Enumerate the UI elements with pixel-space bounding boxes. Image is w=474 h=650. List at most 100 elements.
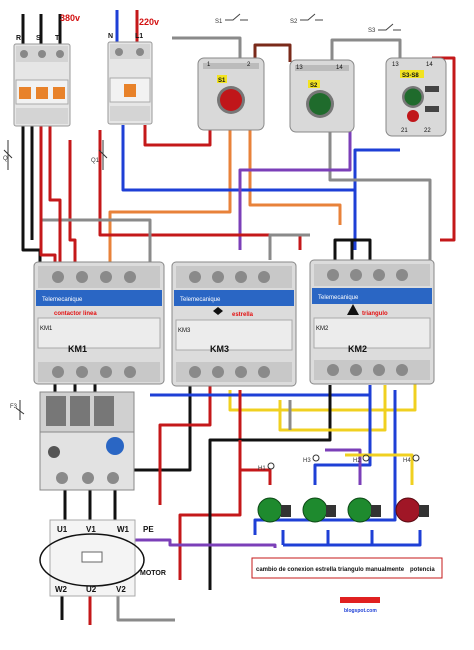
contactor-faceplate (175, 319, 293, 351)
contactor-screw (189, 271, 201, 283)
pilot-lamp-h1-tag: H1 (258, 466, 266, 472)
supply-380v-label: 380v (60, 13, 80, 23)
s2-symbol (300, 13, 323, 21)
contactor-brand-band (174, 290, 294, 306)
supply-220v-label: 220v (139, 17, 159, 27)
breaker-symbol (98, 140, 108, 170)
contactor-km1-brand: Telemecanique (42, 297, 83, 303)
breaker-bottom-terminals (16, 108, 68, 124)
contactor-km3-caption: estrella (232, 312, 254, 318)
overload-screw (56, 472, 68, 484)
motor-terminal-w2: W2 (55, 585, 68, 594)
wire-grey-km3 (268, 233, 310, 260)
l1-label: L1 (135, 33, 143, 40)
phase-s-label: S (36, 35, 41, 42)
contactor-screw (350, 364, 362, 376)
schematic-symbols: S1 S2 S3 (215, 13, 401, 34)
s3-symbol (378, 23, 401, 31)
pushbutton-s1-terminal-1: 1 (207, 62, 211, 68)
contactor-faceplate (313, 317, 431, 349)
wire-red-right (432, 56, 456, 242)
contactor-screw (373, 269, 385, 281)
overload-relay: F3 (10, 391, 135, 491)
phase-r-label: R (16, 35, 21, 42)
pilot-lamp-h1 (257, 497, 283, 523)
schematic-s1-tag: S1 (215, 19, 223, 25)
pushbutton-s1-terminal-2: 2 (247, 62, 251, 68)
wire-motor-purple (130, 538, 277, 548)
contactor-screw (258, 366, 270, 378)
lamp-base (326, 505, 336, 517)
pilot-lamp-h2-tag: H2 (353, 458, 361, 464)
neutral-label: N (108, 33, 113, 40)
star-marker-icon (213, 307, 223, 315)
pushbutton-s3-terminal-14: 14 (426, 62, 433, 68)
motor-ground-pe: PE (143, 525, 154, 534)
pushbutton-s2-terminal-14: 14 (336, 65, 343, 71)
motor-terminal-u2: U2 (86, 585, 97, 594)
breaker-screw (115, 48, 123, 56)
pushbutton-s2-button[interactable] (309, 93, 331, 115)
pushbutton-s3-terminal-22: 22 (424, 128, 431, 134)
motor-label: MOTOR (140, 570, 166, 577)
contactor-screw (373, 364, 385, 376)
wire-power-red-b (48, 125, 62, 262)
overload-symbol (15, 400, 25, 420)
contactor-screw (258, 271, 270, 283)
contactor-km3: Telemecanique estrella KM3 KM3 (171, 261, 297, 387)
phase-t-label: T (55, 35, 60, 42)
pushbutton-s1-tag: S1 (218, 78, 226, 84)
motor-frame (39, 533, 145, 587)
pushbutton-s3: 13 14 S3-S8 21 22 (385, 57, 447, 137)
wire-orange-2 (248, 120, 342, 225)
pushbutton-s2-tag: S2 (310, 83, 318, 89)
breaker-handle (124, 84, 136, 97)
overload-dial[interactable] (106, 437, 124, 455)
contactor-km1-side-tag: KM1 (40, 326, 53, 332)
motor-terminal-u1: U1 (57, 525, 68, 534)
pushbutton-s3-terminal-21: 21 (401, 128, 408, 134)
contactor-screw (212, 366, 224, 378)
contactor-screw (124, 366, 136, 378)
caption-frame (251, 557, 443, 579)
pilot-lamp-h3-tag: H3 (303, 458, 311, 464)
contactor-km2: Telemecanique triangulo KM2 KM2 (309, 259, 435, 385)
lamp-symbol-icon (312, 454, 320, 462)
breaker-q1-tag: Q1 (91, 158, 100, 164)
overload-screw (82, 472, 94, 484)
overload-clamp (46, 396, 66, 426)
pilot-lamp-h4-tag: H4 (403, 458, 411, 464)
pushbutton-s3-start-button[interactable] (404, 88, 422, 106)
blog-logo: blogspot.com (340, 597, 380, 614)
wiring (21, 10, 456, 625)
contactor-km3-brand: Telemecanique (180, 297, 221, 303)
overload-reset-button[interactable] (48, 446, 60, 458)
breaker-symbol (3, 140, 13, 170)
pilot-lamps: H1 H3 H2 H4 (257, 454, 429, 523)
caption-extra: potencia (410, 567, 435, 573)
contactor-km2-tag: KM2 (348, 344, 367, 354)
wire-lamp-bottom (281, 530, 422, 547)
breaker-handle (36, 87, 48, 99)
contactor-km2-side-tag: KM2 (316, 326, 329, 332)
pushbutton-s2: 13 14 S2 (289, 59, 355, 133)
blog-logo-banner (340, 597, 380, 603)
contactor-brand-band (312, 288, 432, 304)
wire-control-grey (172, 36, 242, 60)
contactor-screw (189, 366, 201, 378)
pushbutton-s1-button[interactable] (220, 89, 242, 111)
wire-s1-s2 (253, 43, 292, 62)
contactor-km1-tag: KM1 (68, 344, 87, 354)
schematic-s3-tag: S3 (368, 28, 376, 34)
wire-bus-black (130, 385, 192, 472)
schematic-s2-tag: S2 (290, 19, 298, 25)
contactor-screw (212, 271, 224, 283)
contactor-screw (396, 269, 408, 281)
triangle-marker-icon (347, 304, 359, 315)
contactor-km3-side-tag: KM3 (178, 328, 191, 334)
pushbutton-s3-stop-button[interactable] (407, 110, 419, 122)
wire-bus-black-2 (208, 385, 332, 590)
pushbutton-tag-plate (308, 80, 320, 88)
contactor-screw (350, 269, 362, 281)
contactor-screw (235, 366, 247, 378)
